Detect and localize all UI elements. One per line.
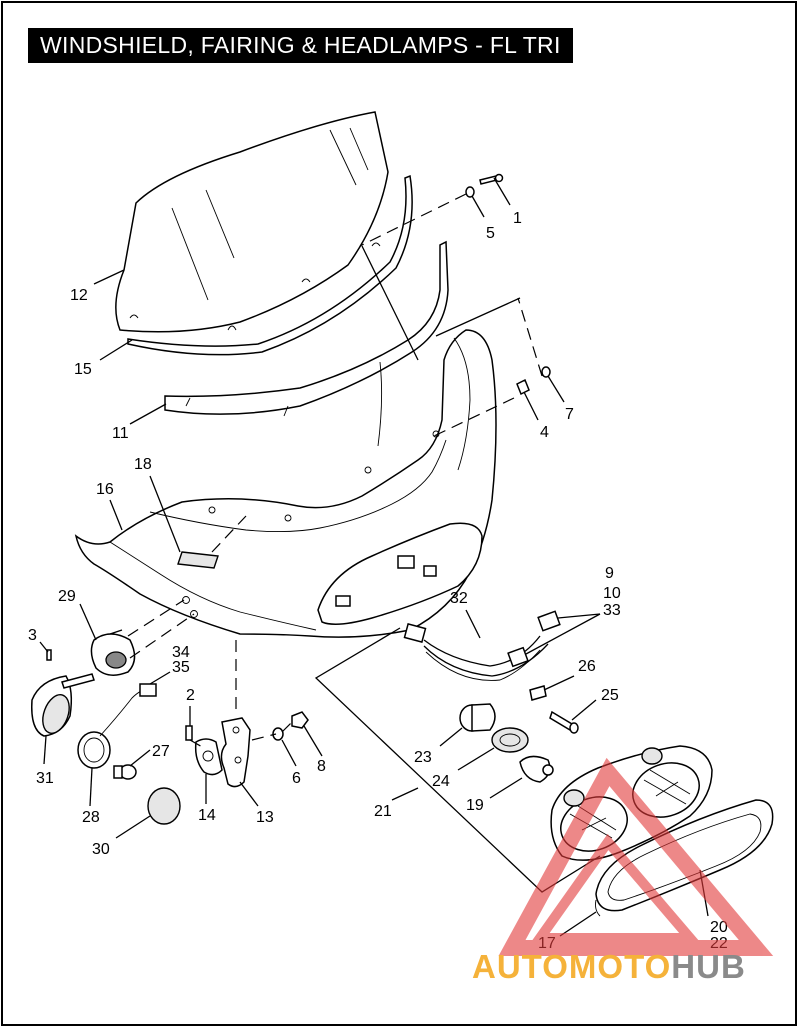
callout-21: 21 bbox=[374, 803, 392, 820]
callout-2: 2 bbox=[186, 687, 195, 704]
callout-24: 24 bbox=[432, 773, 450, 790]
callout-13: 13 bbox=[256, 809, 274, 826]
windshield-trim bbox=[127, 174, 413, 356]
callout-8: 8 bbox=[317, 758, 326, 775]
watermark-brand: AUTOMOTOHUB bbox=[472, 948, 746, 986]
callout-4: 4 bbox=[540, 424, 549, 441]
inner-fairing-seal bbox=[164, 240, 449, 417]
callout-19: 19 bbox=[466, 797, 484, 814]
leader-lines bbox=[39, 177, 709, 937]
callout-14: 14 bbox=[198, 807, 216, 824]
callout-31: 31 bbox=[36, 770, 54, 787]
mounting-bracket-assembly bbox=[185, 711, 309, 788]
headlamp-bulb-parts bbox=[459, 703, 554, 783]
callout-34: 34 bbox=[172, 644, 190, 661]
watermark-part-hub: HUB bbox=[671, 948, 746, 985]
turn-signal-assembly bbox=[31, 629, 181, 825]
callout-29: 29 bbox=[58, 588, 76, 605]
decal bbox=[177, 551, 219, 569]
watermark-part-auto: AUTO bbox=[472, 948, 569, 985]
headlamp-wiring-harness bbox=[403, 610, 561, 681]
well-nut-and-washer bbox=[516, 366, 551, 396]
callout-labels: 1 5 12 15 11 4 7 18 16 9 10 33 32 29 3 3… bbox=[28, 210, 728, 952]
callout-9: 9 bbox=[605, 565, 614, 582]
callout-32: 32 bbox=[450, 590, 468, 607]
callout-5: 5 bbox=[486, 225, 495, 242]
headlamp-adjust-screws bbox=[529, 685, 579, 734]
watermark-part-moto: MOTO bbox=[568, 948, 672, 985]
callout-28: 28 bbox=[82, 809, 100, 826]
callout-33: 33 bbox=[603, 602, 621, 619]
callout-27: 27 bbox=[152, 743, 170, 760]
callout-20: 20 bbox=[710, 919, 728, 936]
callout-35: 35 bbox=[172, 659, 190, 676]
callout-23: 23 bbox=[414, 749, 432, 766]
diagram-title: WINDSHIELD, FAIRING & HEADLAMPS - FL TRI bbox=[28, 28, 573, 63]
callout-30: 30 bbox=[92, 841, 110, 858]
callout-26: 26 bbox=[578, 658, 596, 675]
callout-7: 7 bbox=[565, 406, 574, 423]
screw-and-washer-upper bbox=[465, 173, 504, 198]
callout-1: 1 bbox=[513, 210, 522, 227]
callout-11: 11 bbox=[112, 425, 129, 442]
callout-25: 25 bbox=[601, 687, 619, 704]
callout-16: 16 bbox=[96, 481, 114, 498]
callout-3: 3 bbox=[28, 627, 37, 644]
watermark-logo-icon bbox=[498, 757, 774, 956]
fairing bbox=[74, 329, 497, 638]
callout-6: 6 bbox=[292, 770, 301, 787]
callout-15: 15 bbox=[74, 361, 92, 378]
callout-10: 10 bbox=[603, 585, 621, 602]
callout-18: 18 bbox=[134, 456, 152, 473]
callout-12: 12 bbox=[70, 287, 88, 304]
windshield bbox=[115, 111, 389, 333]
